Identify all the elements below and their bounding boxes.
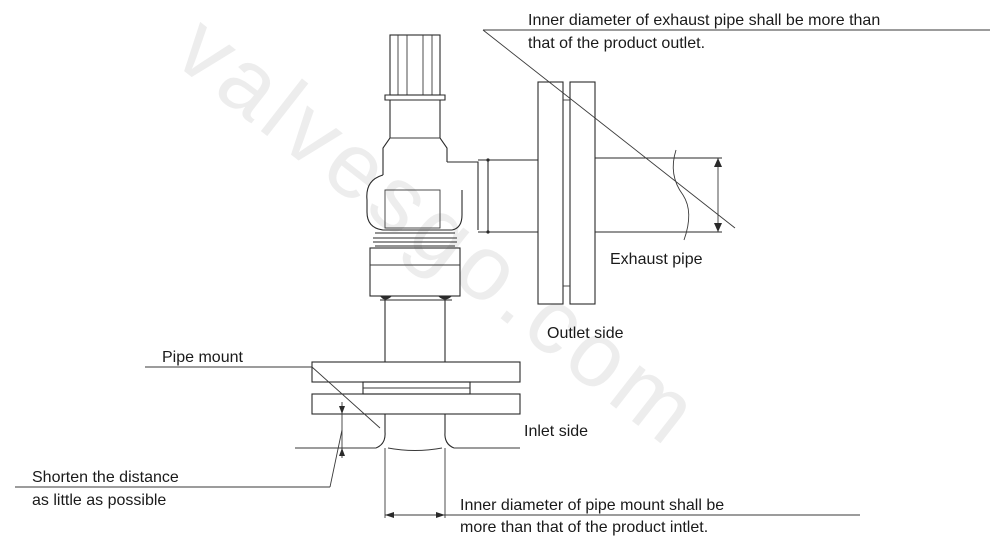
inlet-flange-upper: [311, 361, 521, 383]
shorten-note-line2: as little as possible: [32, 492, 166, 509]
pipe-mount-leader: [311, 366, 381, 429]
inlet-note-line2: more than that of the product intlet.: [460, 519, 708, 536]
outlet-side-label: Outlet side: [547, 325, 624, 342]
inlet-note-line1: Inner diameter of pipe mount shall be: [460, 497, 724, 514]
pipe-mount-flanges: [295, 361, 521, 518]
exhaust-note-leader: [482, 29, 736, 229]
outlet-flange-2: [569, 81, 596, 305]
valve-bonnet: [382, 100, 448, 175]
safety-valve: [366, 34, 538, 362]
exhaust-note-line1: Inner diameter of exhaust pipe shall be …: [528, 12, 880, 29]
exhaust-pipe-label: Exhaust pipe: [610, 251, 703, 268]
inlet-side-label: Inlet side: [524, 423, 588, 440]
outlet-flange-1: [537, 81, 564, 305]
exhaust-note-line2: that of the product outlet.: [528, 35, 705, 52]
outlet-flanges: [537, 81, 722, 305]
valve-body: [366, 174, 463, 231]
valve-inlet-nut: [369, 247, 461, 297]
valve-cap: [389, 34, 441, 96]
pipe-mount-label: Pipe mount: [162, 349, 243, 366]
shorten-note-line1: Shorten the distance: [32, 469, 179, 486]
inlet-flange-lower: [311, 393, 521, 415]
